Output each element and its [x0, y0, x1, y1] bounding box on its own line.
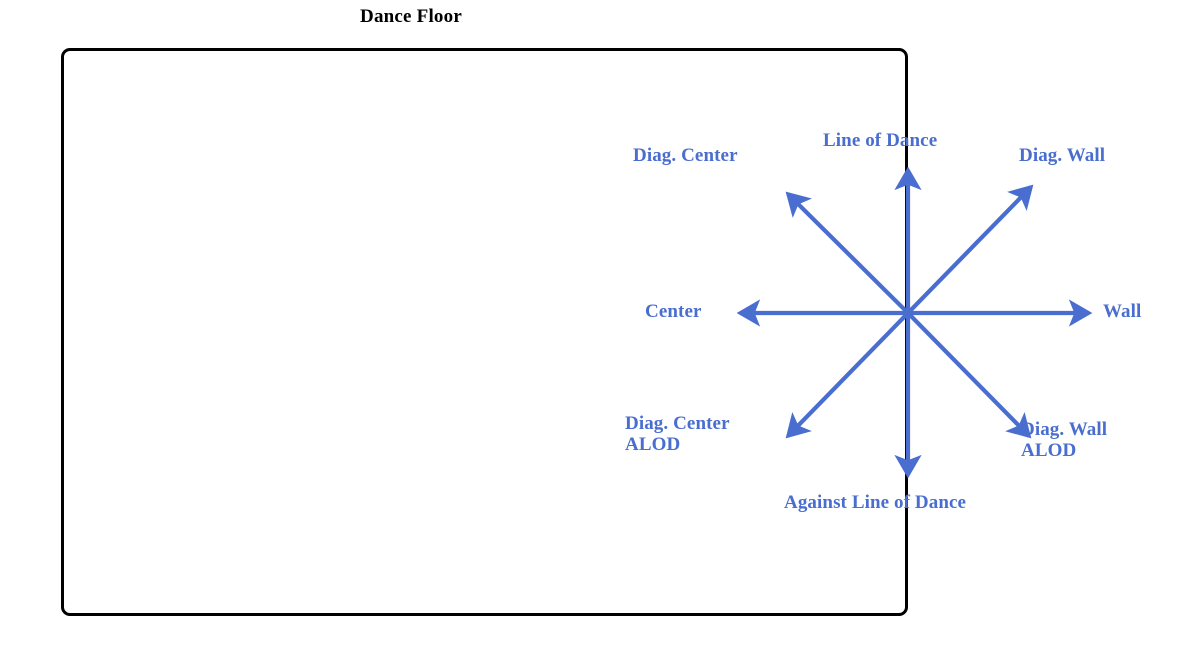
label-against-line-of-dance: Against Line of Dance [784, 492, 967, 513]
label-diag-wall: Diag. Wall [1019, 145, 1106, 166]
label-wall: Wall [1103, 301, 1142, 322]
label-line-of-dance: Line of Dance [823, 130, 938, 151]
label-diag-center: Diag. Center [633, 145, 738, 166]
label-diag-wall-alod: Diag. Wall ALOD [1021, 419, 1108, 462]
label-diag-center-alod: Diag. Center ALOD [625, 413, 730, 456]
page-title: Dance Floor [360, 6, 462, 27]
arrow-diag-wall [906, 184, 1034, 315]
arrow-diag-wall-alod [906, 311, 1032, 439]
dance-floor-boundary [61, 48, 908, 616]
label-center: Center [645, 301, 702, 322]
